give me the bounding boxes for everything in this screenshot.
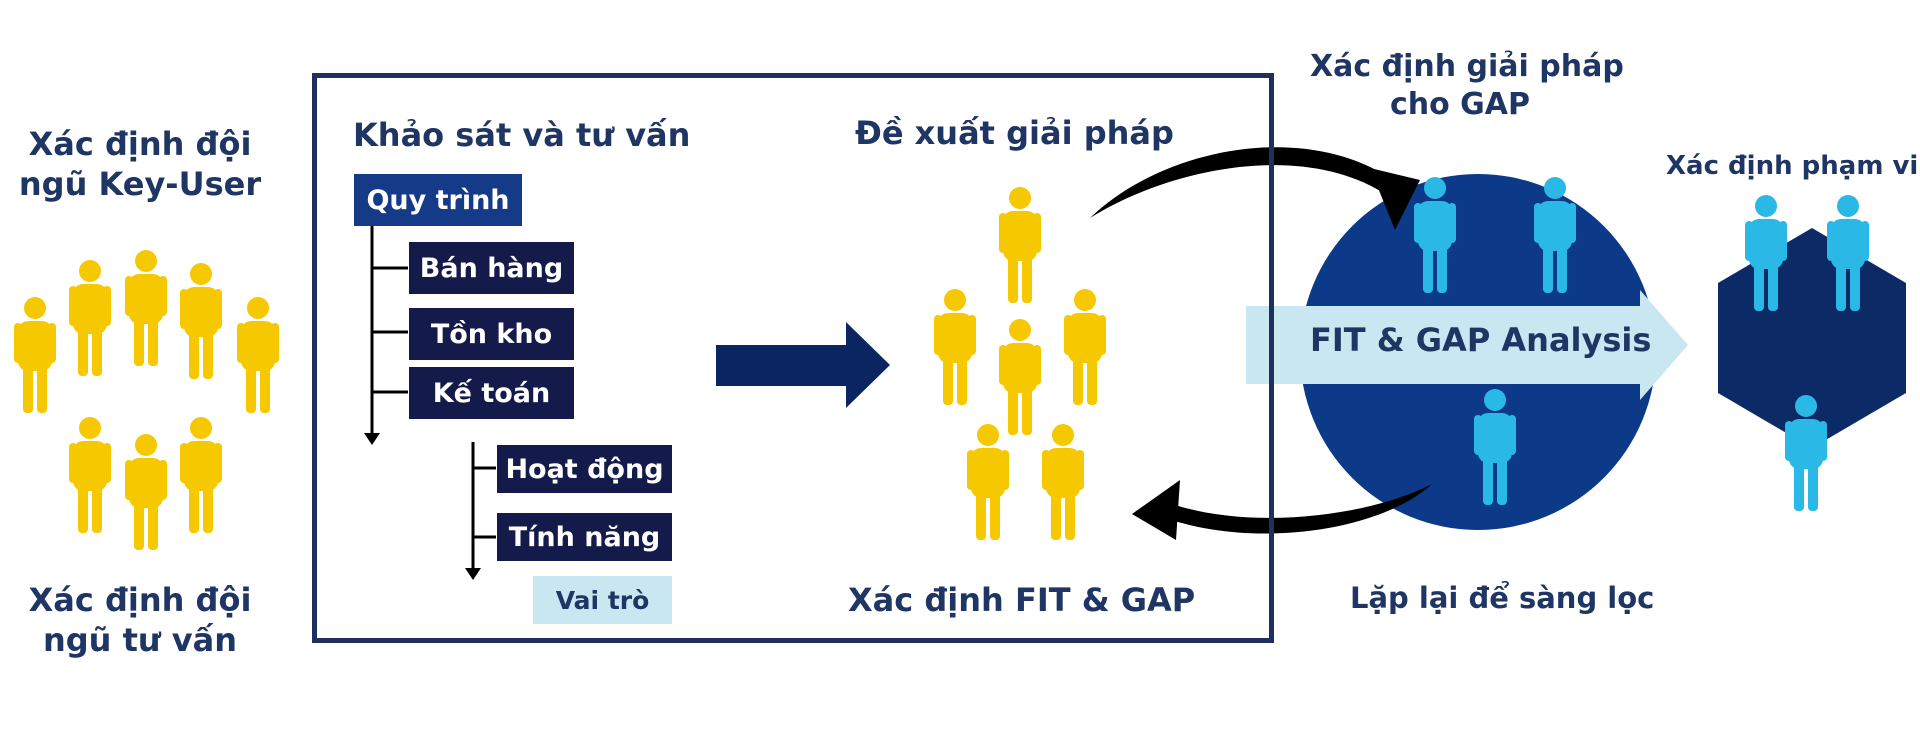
person-icon xyxy=(180,263,222,379)
activity-box: Hoạt động xyxy=(497,445,672,493)
curved-arrow-icon xyxy=(1090,147,1420,230)
fit-gap-identify-label: Xác định FIT & GAP xyxy=(848,581,1196,619)
arrow-right-icon xyxy=(716,322,890,408)
proposal-title: Đề xuất giải pháp xyxy=(855,114,1174,152)
analysis-label: FIT & GAP Analysis xyxy=(1310,321,1652,359)
process-box: Quy trình xyxy=(354,174,522,226)
survey-proposal-frame xyxy=(312,73,1274,643)
feature-box: Tính năng xyxy=(497,513,672,561)
tree-arrowhead-icon xyxy=(364,433,380,445)
person-icon xyxy=(237,297,279,413)
key-user-label-line1: Xác định đội xyxy=(28,125,252,163)
gap-solution-line2: cho GAP xyxy=(1389,86,1531,122)
analysis-arrow-icon xyxy=(1246,290,1688,400)
gap-solution-line1: Xác định giải pháp xyxy=(1310,49,1624,84)
sales-box: Bán hàng xyxy=(409,242,574,294)
scope-label: Xác định phạm vi xyxy=(1666,151,1919,181)
person-icon xyxy=(69,417,111,533)
person-icon xyxy=(69,260,111,376)
curved-arrow-icon xyxy=(1132,480,1432,540)
person-icon xyxy=(125,434,167,550)
consultant-team-label-line2: ngũ tư vấn xyxy=(42,621,238,659)
role-box: Vai trò xyxy=(533,576,672,624)
tree-arrowhead-icon xyxy=(465,568,481,580)
accounting-box: Kế toán xyxy=(409,367,574,419)
person-icon xyxy=(180,417,222,533)
tree-lines xyxy=(370,225,496,568)
inventory-box: Tồn kho xyxy=(409,308,574,360)
survey-title: Khảo sát và tư vấn xyxy=(353,116,691,154)
consultant-team-label-line1: Xác định đội xyxy=(28,581,252,619)
iterate-label: Lặp lại để sàng lọc xyxy=(1350,581,1655,615)
gap-solution-label: Xác định giải pháp cho GAP xyxy=(1310,48,1624,123)
person-icon xyxy=(125,250,167,366)
key-user-label-line2: ngũ Key-User xyxy=(18,165,262,203)
consultant-team-label: Xác định đội ngũ tư vấn xyxy=(10,580,270,660)
person-icon xyxy=(14,297,56,413)
key-user-label: Xác định đội ngũ Key-User xyxy=(10,124,270,204)
